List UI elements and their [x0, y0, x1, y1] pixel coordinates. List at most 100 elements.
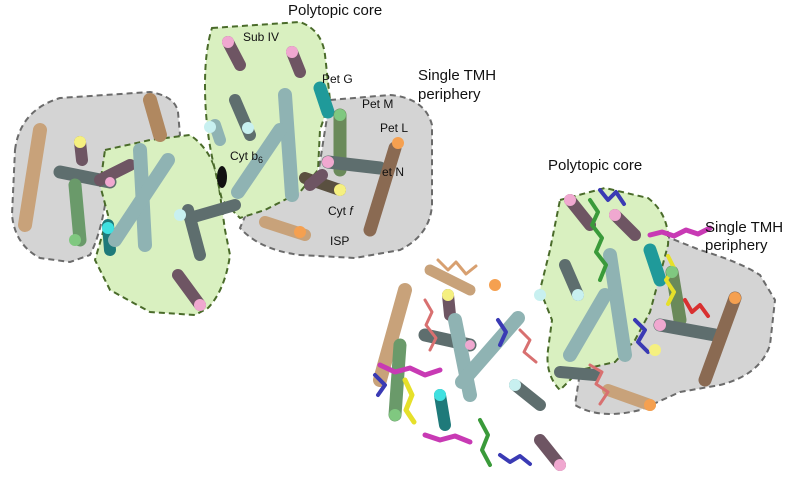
periphery-title-line1-bottom: Single TMH — [705, 219, 783, 236]
helix — [653, 318, 722, 342]
helix — [388, 338, 407, 422]
label-cyt-b6-subscript: 6 — [258, 155, 263, 165]
helix-cap — [572, 289, 584, 301]
helix-cap — [222, 36, 234, 48]
label-cyt-b6-base: Cyt b — [230, 149, 258, 163]
helix-cap — [174, 209, 186, 221]
label-pet-l: Pet L — [380, 121, 408, 135]
label-pet-g: Pet G — [322, 72, 353, 86]
helix-cap — [194, 299, 206, 311]
periphery-title-line2-bottom: periphery — [705, 237, 768, 254]
lipid-chain — [588, 363, 610, 406]
label-cyt-f-base: Cyt — [328, 204, 349, 218]
lipid-chain — [478, 418, 492, 467]
helix — [172, 269, 206, 311]
helix-cap — [392, 137, 404, 149]
helix-cap — [644, 399, 656, 411]
helix-caps-bottom — [389, 194, 741, 471]
helix — [602, 384, 656, 411]
label-cyt-f-italic: f — [349, 204, 354, 218]
helix-cap — [534, 289, 546, 301]
helix-cap — [294, 226, 306, 238]
helix-cap — [102, 222, 114, 234]
helix — [94, 159, 136, 186]
lipid-chain — [498, 453, 532, 466]
helix-cap — [334, 109, 346, 121]
periphery-region-right — [238, 93, 433, 260]
helix — [665, 265, 687, 327]
label-pet-n: et N — [382, 165, 404, 179]
helix-cap — [105, 177, 115, 187]
helix-cap — [442, 289, 454, 301]
helix-caps-top — [69, 36, 404, 311]
helix — [231, 123, 287, 199]
periphery-title-line1-top: Single TMH — [418, 67, 496, 84]
helix — [563, 288, 612, 362]
helix — [18, 123, 47, 232]
helix — [143, 93, 167, 142]
helix — [108, 153, 175, 247]
helix-cap — [666, 266, 678, 278]
lipid-chain — [373, 373, 387, 397]
helix — [321, 155, 387, 175]
helix-cap — [564, 194, 576, 206]
lipid-chain — [633, 318, 650, 354]
lipid-chain — [588, 198, 608, 282]
helix-cap — [509, 379, 521, 391]
helix-cap — [489, 279, 501, 291]
lipid-chain — [422, 432, 473, 445]
core-region-left — [93, 133, 232, 317]
helix — [68, 178, 87, 247]
helix — [363, 141, 402, 237]
lipid-chain — [436, 258, 478, 276]
lipid-chain — [402, 377, 417, 425]
helix-cap — [649, 344, 661, 356]
helix — [313, 81, 335, 119]
lipid-chain — [518, 328, 538, 364]
lipid-chain — [423, 298, 438, 352]
helix — [698, 291, 742, 387]
bottom-panel: Polytopic core Single TMH periphery — [373, 157, 783, 471]
helix-cap — [74, 136, 86, 148]
helix-cap — [465, 340, 475, 350]
label-pet-m: Pet M — [362, 97, 393, 111]
helix-cap — [334, 184, 346, 196]
helix-cap — [729, 292, 741, 304]
helix-cap — [69, 234, 81, 246]
lipid-chain — [683, 298, 710, 318]
core-title-top: Polytopic core — [288, 2, 382, 19]
helix-cap — [322, 156, 334, 168]
periphery-title-line2-top: periphery — [418, 86, 481, 103]
helix — [184, 199, 241, 224]
helix-cap — [654, 319, 666, 331]
helix — [278, 88, 299, 202]
helix-cap — [434, 389, 446, 401]
helix-cap — [389, 409, 401, 421]
lipid-chain — [377, 362, 443, 378]
heme-group — [217, 166, 227, 188]
helix-cap — [204, 121, 216, 133]
label-sub-iv: Sub IV — [243, 30, 279, 44]
helix — [603, 248, 632, 362]
helix-cap — [609, 209, 621, 221]
lipid-chain — [647, 225, 713, 239]
helix-cap — [554, 459, 566, 471]
core-title-bottom: Polytopic core — [548, 157, 642, 174]
helix — [455, 311, 525, 389]
helix — [304, 169, 328, 191]
helix — [554, 366, 601, 381]
helix-cap — [286, 46, 298, 58]
label-isp: ISP — [330, 234, 349, 248]
top-panel: Polytopic core Single TMH periphery Sub … — [10, 2, 496, 317]
helix — [424, 264, 476, 296]
label-cyt-f: Cyt f — [328, 204, 354, 218]
lipid-chain — [598, 188, 626, 206]
lipids-bottom — [373, 188, 713, 467]
lipid-chain — [496, 318, 508, 347]
label-cyt-b6: Cyt b6 — [230, 149, 263, 165]
helix — [643, 243, 667, 287]
helix-cap — [242, 122, 254, 134]
lipid-chain — [664, 254, 676, 306]
